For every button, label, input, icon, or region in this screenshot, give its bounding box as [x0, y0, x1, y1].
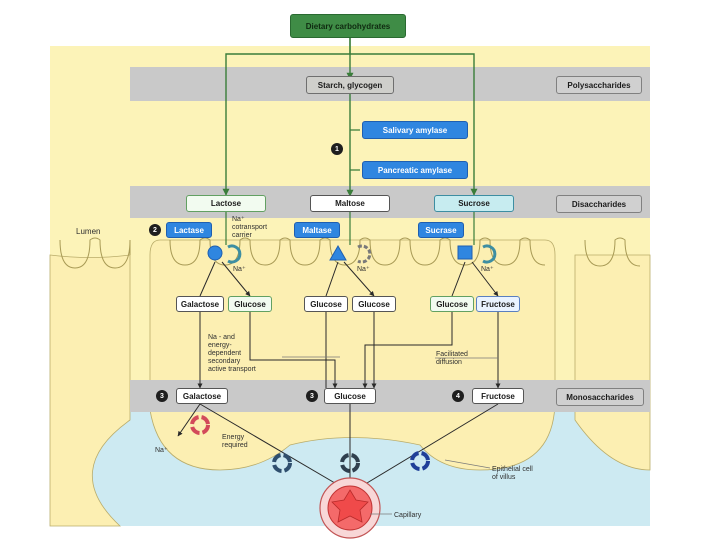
galactose-basolateral-carrier: [272, 453, 292, 473]
sucrase-enzyme-shape: [457, 245, 473, 260]
na-out-label: Na⁺: [155, 447, 168, 454]
maltase-enzyme-shape: [329, 244, 347, 261]
arrow-glucose1-down: [249, 312, 338, 389]
step-4-badge: 4: [452, 390, 464, 402]
active-transport-label: Na - and energy- dependent secondary act…: [208, 334, 256, 373]
maltose-box: Maltose: [310, 195, 390, 212]
na-label-1: Na⁺: [233, 266, 246, 273]
energy-required-label: Energy required: [222, 434, 248, 449]
dietary-carbohydrates-box: Dietary carbohydrates: [290, 14, 406, 38]
mono-galactose-box: Galactose: [176, 388, 228, 404]
polysaccharides-category: Polysaccharides: [556, 76, 642, 94]
lumen-label: Lumen: [76, 227, 101, 236]
epithelial-cell-left: [49, 254, 131, 527]
lactase-box: Lactase: [166, 222, 212, 238]
lactase-enzyme-shape: [207, 245, 223, 261]
fructose-basolateral-carrier: [410, 451, 430, 471]
glucose-basolateral-carrier: [340, 453, 360, 473]
arrow-dietary-to-sucrose: [350, 53, 478, 196]
sucrase-box: Sucrase: [418, 222, 464, 238]
capillary-label: Capillary: [394, 512, 422, 519]
facilitated-diffusion-label: Facilitated diffusion: [436, 351, 468, 366]
arrow-na-out: [177, 403, 201, 437]
starch-glycogen-box: Starch, glycogen: [306, 76, 394, 94]
lactose-carrier: [227, 244, 242, 264]
step-3a-badge: 3: [156, 390, 168, 402]
arrows-maltose-products: [325, 261, 374, 296]
cotransport-carrier-label: Na⁺ cotransport carrier: [232, 216, 268, 239]
arrow-glucose4-down: [362, 312, 453, 389]
arrows-sucrose-products: [451, 261, 498, 296]
product-glucose-4-box: Glucose: [430, 296, 474, 312]
epithelial-cell-label: Epithelial cell of villus: [492, 466, 533, 481]
capillary-endothelium: [331, 489, 369, 523]
monosaccharides-category: Monosaccharides: [556, 388, 644, 406]
sucrose-carrier: [482, 244, 497, 264]
na-label-3: Na⁺: [481, 266, 494, 273]
product-fructose-box: Fructose: [476, 296, 520, 312]
mono-glucose-box: Glucose: [324, 388, 376, 404]
product-glucose-2-box: Glucose: [304, 296, 348, 312]
step-3b-badge: 3: [306, 390, 318, 402]
product-galactose-box: Galactose: [176, 296, 224, 312]
step-1-badge: 1: [331, 143, 343, 155]
na-pump-carrier: [190, 415, 210, 435]
mono-fructose-box: Fructose: [472, 388, 524, 404]
step-2-badge: 2: [149, 224, 161, 236]
epithelial-cell-right: [574, 254, 651, 471]
arrows-to-capillary: [199, 403, 499, 486]
maltase-box: Maltase: [294, 222, 340, 238]
arrows-lactose-products: [199, 261, 250, 296]
pancreatic-amylase-box: Pancreatic amylase: [362, 161, 468, 179]
product-glucose-1-box: Glucose: [228, 296, 272, 312]
arrow-dietary-to-lactose: [222, 38, 351, 196]
lactose-box: Lactose: [186, 195, 266, 212]
arrows-glucose-maltose-down: [325, 312, 374, 388]
transport-leader-lines: [282, 356, 498, 359]
product-glucose-3-box: Glucose: [352, 296, 396, 312]
sucrose-box: Sucrose: [434, 195, 514, 212]
epithelial-leader: [444, 459, 491, 469]
na-label-2: Na⁺: [357, 266, 370, 273]
enzyme-ticks: [350, 129, 360, 171]
disaccharides-category: Disaccharides: [556, 195, 642, 213]
salivary-amylase-box: Salivary amylase: [362, 121, 468, 139]
